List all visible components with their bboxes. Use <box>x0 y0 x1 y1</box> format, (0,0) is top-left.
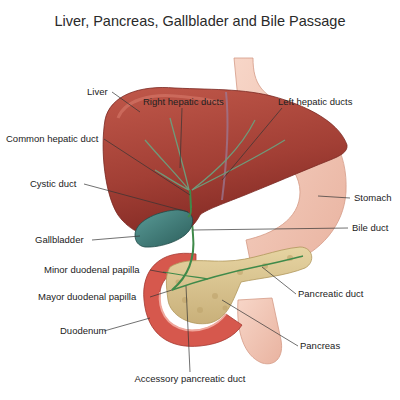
part-label: Left hepatic ducts <box>278 96 352 108</box>
part-label: Liver <box>87 86 108 98</box>
part-label: Stomach <box>354 192 392 204</box>
cystic-duct <box>188 205 191 217</box>
part-label: Right hepatic ducts <box>143 96 224 108</box>
part-label: Duodenum <box>60 325 106 337</box>
part-label: Gallbladder <box>35 234 84 246</box>
part-label: Common hepatic duct <box>6 133 98 145</box>
pancreas-shape <box>166 247 311 324</box>
falciform-line <box>222 92 227 200</box>
part-label: Mayor duodenal papilla <box>38 291 136 303</box>
gallbladder-shape <box>135 210 193 247</box>
pancreas-texture <box>176 255 294 313</box>
intestine-shape <box>238 298 282 364</box>
part-label: Minor duodenal papilla <box>44 264 140 276</box>
liver-shape <box>103 87 347 238</box>
diagram-title: Liver, Pancreas, Gallblader and Bile Pas… <box>0 12 400 30</box>
part-label: Bile duct <box>352 222 388 234</box>
leader-lines <box>84 92 350 372</box>
part-label: Cystic duct <box>30 178 76 190</box>
part-label: Accessory pancreatic duct <box>135 373 246 385</box>
part-label: Pancreatic duct <box>298 288 363 300</box>
part-label: Pancreas <box>300 340 340 352</box>
